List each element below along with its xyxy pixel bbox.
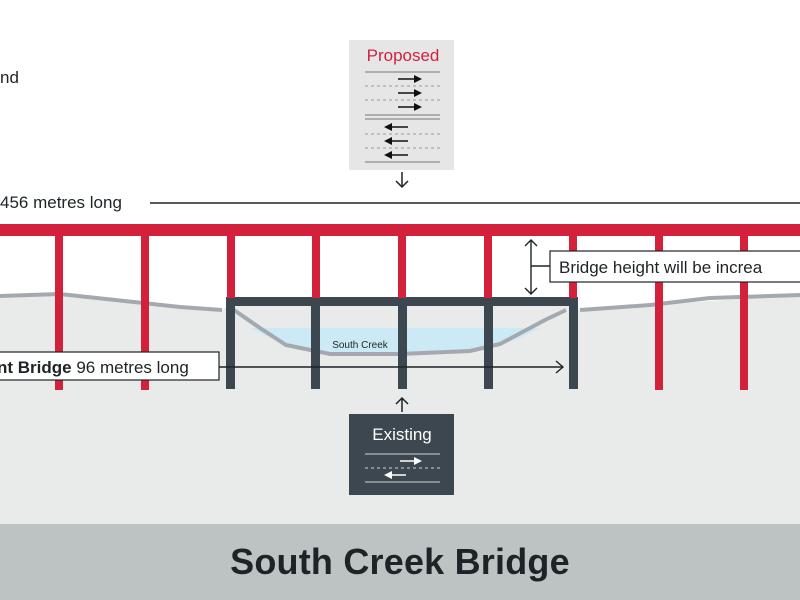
new-bridge-pier: [141, 232, 149, 390]
existing-label: Existing: [372, 425, 432, 444]
partial-text: nd: [0, 68, 19, 87]
existing-bridge-name: nt Bridge: [0, 358, 72, 377]
height-note-box: [549, 250, 800, 283]
left-arrow-icon: [384, 471, 406, 479]
existing-length-label: nt Bridge 96 metres long: [0, 358, 189, 377]
title-band: South Creek Bridge: [0, 524, 800, 600]
new-bridge-pier: [312, 232, 320, 298]
right-arrow-icon: [398, 89, 422, 97]
ground-line: [579, 293, 800, 312]
left-arrow-icon: [384, 137, 408, 145]
existing-bridge-pier: [311, 297, 320, 389]
down-arrow-icon: [395, 172, 409, 189]
existing-length-box: [0, 351, 220, 381]
page-title: South Creek Bridge: [230, 541, 570, 582]
new-bridge-pier: [740, 232, 748, 390]
creek-water: [250, 328, 540, 354]
height-note-text: Bridge height will be increa: [559, 258, 763, 277]
new-bridge-pier: [655, 232, 663, 390]
new-bridge-pier: [55, 232, 63, 390]
proposed-label: Proposed: [367, 46, 440, 65]
creek-label: South Creek: [332, 340, 389, 351]
new-bridge-pier: [398, 232, 406, 298]
right-arrow-icon: [400, 457, 422, 465]
existing-card: Existing: [349, 414, 454, 495]
up-arrow-icon: [395, 396, 409, 412]
existing-bridge-pier: [569, 297, 578, 389]
existing-bridge-pier: [484, 297, 493, 389]
existing-bridge-pier: [226, 297, 235, 389]
left-arrow-icon: [384, 151, 408, 159]
existing-bridge-length: 96 metres long: [72, 358, 189, 377]
height-dimension-arrow: [524, 239, 538, 295]
right-arrow-icon: [398, 103, 422, 111]
right-arrow-icon: [398, 75, 422, 83]
new-bridge-pier: [484, 232, 492, 298]
new-bridge-pier: [227, 232, 235, 298]
new-bridge-length-label: 456 metres long: [0, 193, 122, 212]
existing-length-arrow: [219, 360, 565, 374]
new-bridge-deck: [0, 224, 800, 236]
left-arrow-icon: [384, 123, 408, 131]
existing-bridge-pier: [398, 297, 407, 389]
proposed-card: Proposed: [349, 40, 454, 170]
ground-line: [0, 291, 223, 312]
